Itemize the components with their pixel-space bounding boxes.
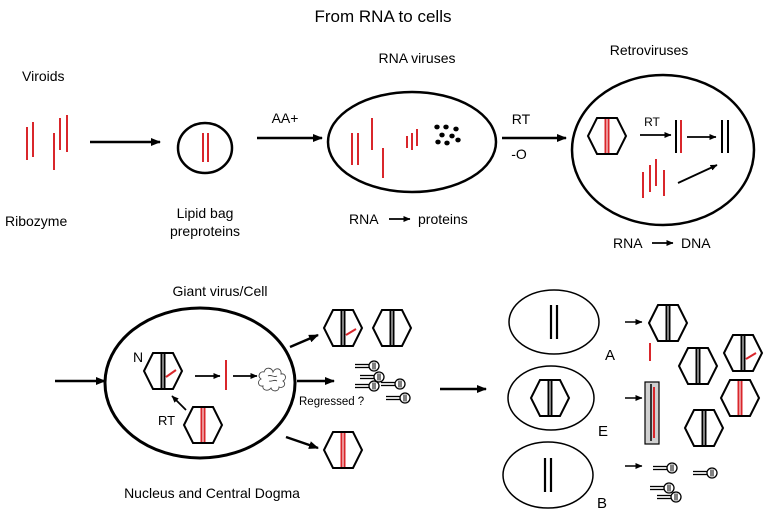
cell-eukaryote (507, 365, 595, 431)
lipid-bag (176, 121, 234, 175)
label-regressed: Regressed ? (299, 396, 364, 408)
folded-protein (258, 367, 286, 392)
eukaryote-nucleus-capsid (530, 379, 570, 417)
label-e: E (598, 423, 608, 440)
euk-virus-capsid-1 (678, 347, 718, 385)
diagram-title: From RNA to cells (315, 7, 452, 26)
label-rt-inner: RT (644, 115, 660, 129)
label-lipid-bag: Lipid bag (177, 205, 234, 221)
euk-virus-capsid-3 (684, 409, 724, 447)
euk-virus-capsid-2 (723, 334, 763, 372)
label-preproteins: preproteins (170, 223, 240, 239)
lipid-bag-rna (202, 133, 209, 162)
arrow-rt-to-nucleus (171, 395, 187, 411)
giant-output-capsid-2 (372, 309, 412, 347)
cell-bacteria (502, 441, 594, 509)
reverse-transcribed-capsid (183, 406, 223, 444)
label-ribozyme: Ribozyme (5, 213, 67, 229)
arrow-giant-to-red-capsid (285, 435, 319, 450)
rna-virus-cell (326, 90, 498, 194)
retrovirus-rna-strands (642, 159, 665, 198)
label-viroids: Viroids (22, 68, 65, 84)
label-retroviruses: Retroviruses (610, 42, 689, 58)
label-a: A (605, 347, 615, 364)
label-giant-virus: Giant virus/Cell (173, 283, 268, 299)
retrovirus-capsid (587, 117, 627, 155)
euk-virus-red-capsid (720, 379, 760, 417)
label-rna-2: RNA (613, 235, 643, 251)
bacteria-dna (543, 458, 553, 492)
label-rt-giant: RT (158, 413, 175, 428)
boxed-strand (644, 381, 660, 445)
label-rt-top: RT (512, 111, 531, 127)
label-rna: RNA (349, 211, 379, 227)
bacteriophage-particles (649, 462, 718, 503)
giant-output-capsid-1 (323, 309, 363, 347)
archaea-dna (549, 305, 559, 339)
rna-virus-strands (351, 118, 418, 178)
archaea-virus-capsid (648, 304, 688, 342)
label-dna: DNA (681, 235, 711, 251)
arrow-giant-to-capsids (289, 333, 319, 349)
arrow-rna-to-capsid (677, 164, 718, 184)
label-rna-viruses: RNA viruses (378, 50, 455, 66)
label-aa-plus: AA+ (272, 110, 299, 126)
label-minus-o: -O (511, 146, 527, 162)
label-nucleus-dogma: Nucleus and Central Dogma (124, 485, 300, 501)
retrovirus-cell (570, 73, 756, 227)
protein-dots (434, 124, 461, 146)
cell-archaea (508, 289, 600, 355)
giant-output-red-capsid (323, 431, 363, 469)
label-n: N (133, 349, 143, 365)
viroid-rna-strands (26, 115, 68, 170)
giant-virus-cell (103, 306, 297, 460)
label-proteins: proteins (418, 211, 468, 227)
label-b: B (597, 495, 607, 512)
dsdna (721, 120, 729, 153)
nucleus-capsid (143, 352, 183, 390)
